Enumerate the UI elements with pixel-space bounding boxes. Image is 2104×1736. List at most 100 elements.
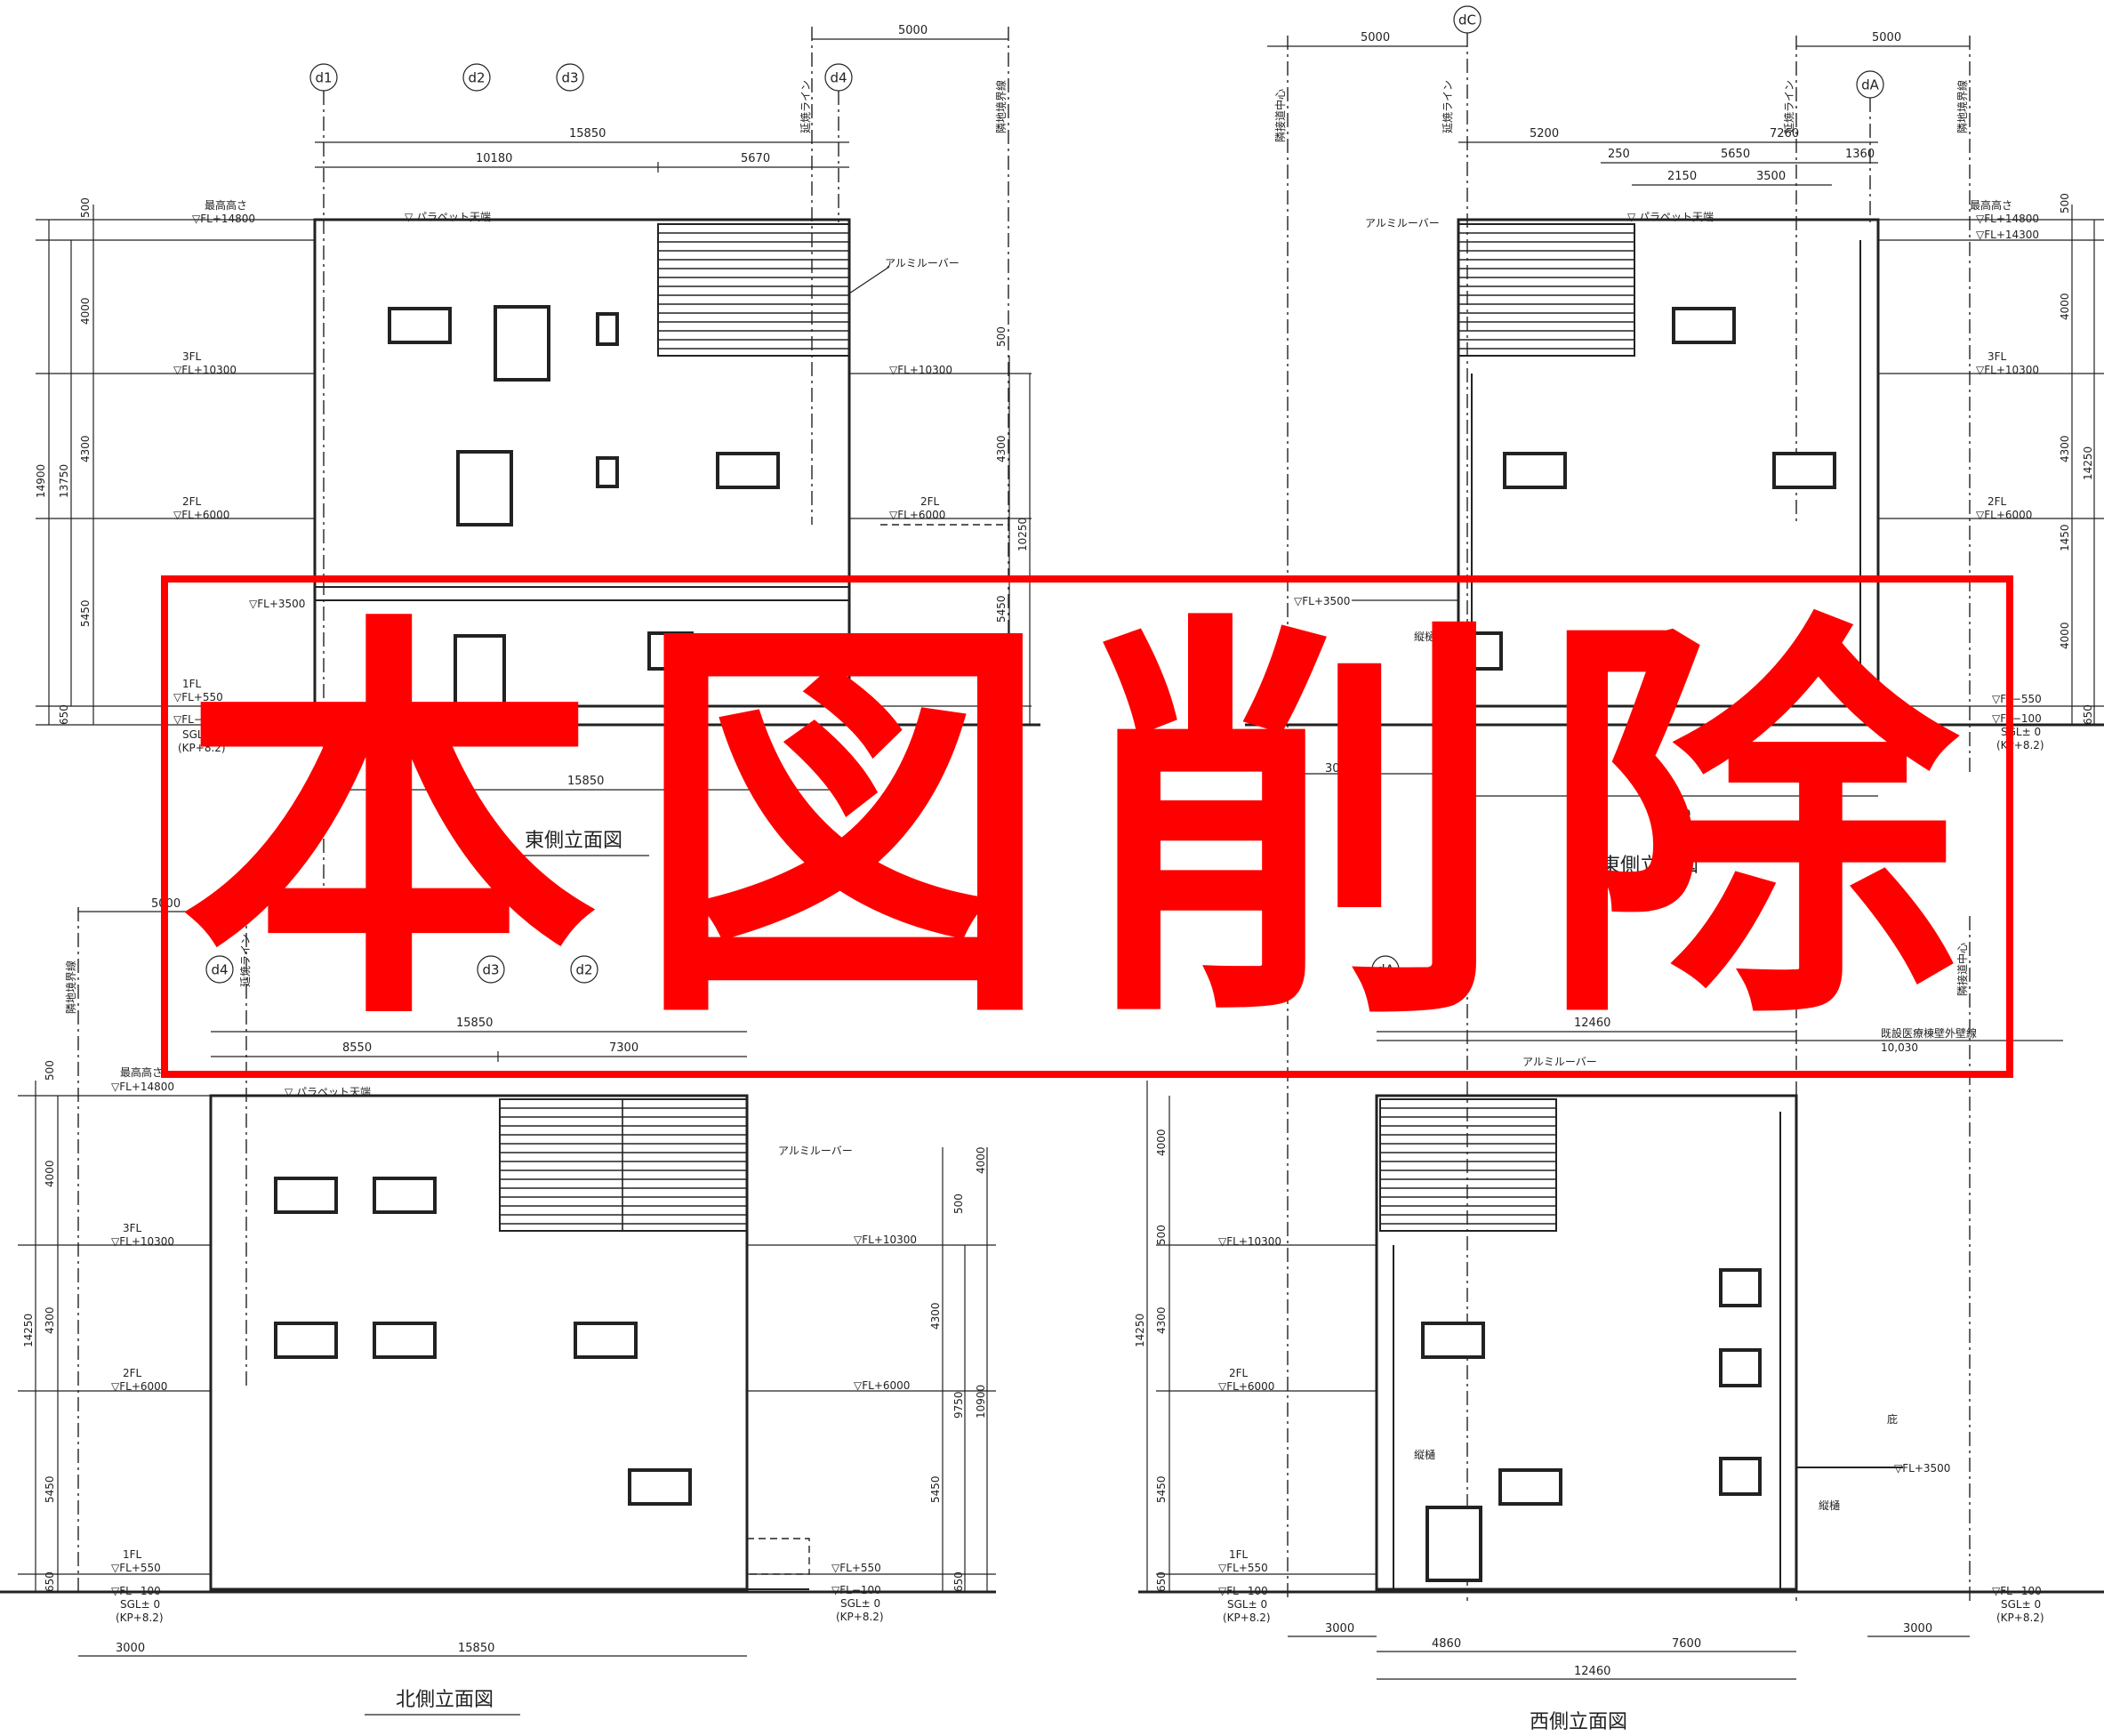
entrance-door — [454, 634, 506, 709]
grid-marker-d3-north: d3 — [477, 955, 505, 984]
svg-text:3FL: 3FL — [123, 1222, 142, 1234]
svg-text:SGL± 0: SGL± 0 — [2001, 1598, 2041, 1611]
svg-text:4300: 4300 — [79, 435, 92, 462]
svg-text:dA: dA — [1861, 77, 1880, 93]
svg-text:10,030: 10,030 — [1881, 1041, 1918, 1054]
svg-text:▽FL+10300: ▽FL+10300 — [173, 364, 237, 376]
svg-text:▽FL+3500: ▽FL+3500 — [1894, 1462, 1950, 1475]
svg-text:650: 650 — [44, 1571, 56, 1592]
window — [1719, 1348, 1762, 1387]
grid-marker-d4-north: d4 — [205, 955, 234, 984]
east-elevation: d1 d2 d3 d4 5000 延焼ライン 隣地境界線 15850 10180… — [35, 24, 1040, 889]
svg-text:SGL± 0: SGL± 0 — [120, 1598, 160, 1611]
svg-text:4000: 4000 — [2059, 622, 2071, 649]
svg-text:(KP+8.2): (KP+8.2) — [1223, 1611, 1271, 1624]
view-title-north: 北側立面図 — [396, 1689, 494, 1711]
svg-text:14250: 14250 — [22, 1314, 35, 1347]
entrance-door — [1425, 1506, 1482, 1582]
svg-text:14900: 14900 — [35, 464, 47, 498]
svg-text:7600: 7600 — [1672, 1637, 1701, 1651]
svg-text:SGL± 0: SGL± 0 — [182, 728, 222, 741]
svg-text:1FL: 1FL — [1229, 1548, 1249, 1561]
svg-text:縦樋: 縦樋 — [1414, 1448, 1435, 1461]
svg-text:4300: 4300 — [1155, 1306, 1168, 1334]
svg-text:▽ パラペット天端: ▽ パラペット天端 — [285, 1086, 371, 1098]
svg-text:15850: 15850 — [456, 1017, 493, 1030]
north-elevation: d4 d3 d2 5000 隣地境界線 延焼ライン 15850 8550 730… — [0, 897, 996, 1716]
svg-text:2FL: 2FL — [182, 495, 202, 508]
svg-text:3000: 3000 — [116, 1642, 145, 1655]
view-title-east-2: 東側立面図 — [1601, 855, 1698, 877]
svg-text:500: 500 — [1155, 1225, 1168, 1245]
window — [388, 307, 452, 344]
svg-text:500: 500 — [995, 326, 1008, 347]
svg-text:d3: d3 — [561, 70, 578, 86]
view-title-west: 西側立面図 — [1530, 1711, 1627, 1733]
window — [1421, 1322, 1485, 1359]
svg-text:延焼ライン: 延焼ライン — [1783, 80, 1795, 133]
svg-text:▽FL+6000: ▽FL+6000 — [889, 509, 945, 521]
svg-text:最高高さ: 最高高さ — [1970, 198, 2012, 212]
svg-text:4300: 4300 — [2059, 435, 2071, 462]
svg-text:アルミルーバー: アルミルーバー — [778, 1145, 853, 1157]
window — [373, 1322, 437, 1359]
svg-text:14250: 14250 — [2082, 446, 2094, 480]
svg-text:(KP+8.2): (KP+8.2) — [1996, 1611, 2044, 1624]
svg-text:500: 500 — [2059, 193, 2071, 213]
svg-text:650: 650 — [995, 704, 1008, 725]
svg-text:3FL: 3FL — [1988, 350, 2007, 363]
svg-text:2FL: 2FL — [1988, 495, 2007, 508]
svg-text:d4: d4 — [211, 962, 228, 978]
svg-text:▽FL+550: ▽FL+550 — [1218, 1562, 1268, 1574]
svg-text:dC: dC — [1458, 12, 1476, 28]
svg-text:2FL: 2FL — [123, 1367, 142, 1379]
svg-text:5450: 5450 — [44, 1475, 56, 1503]
svg-text:▽FL+550: ▽FL+550 — [173, 691, 223, 703]
svg-text:SGL± 0: SGL± 0 — [840, 1597, 880, 1610]
svg-text:5650: 5650 — [1721, 148, 1750, 161]
svg-text:▽FL+6000: ▽FL+6000 — [173, 509, 229, 521]
svg-text:1FL: 1FL — [123, 1548, 142, 1561]
svg-text:延焼ライン: 延焼ライン — [1441, 80, 1454, 133]
svg-text:4000: 4000 — [1155, 1129, 1168, 1156]
svg-text:▽ パラペット天端: ▽ パラペット天端 — [405, 211, 491, 223]
dim-overall: 15850 — [569, 127, 606, 141]
window — [596, 312, 619, 346]
svg-text:d1: d1 — [315, 70, 332, 86]
svg-text:13750: 13750 — [58, 464, 70, 498]
double-door — [456, 450, 513, 526]
grid-marker-d2: d2 — [462, 63, 491, 92]
svg-text:縦樋: 縦樋 — [1801, 630, 1822, 643]
dim-offset: 5000 — [898, 24, 928, 37]
svg-text:12460: 12460 — [1654, 808, 1690, 822]
window — [1672, 307, 1736, 344]
grid-marker-dC: dC — [1453, 5, 1482, 623]
svg-text:隣接道中心: 隣接道中心 — [1273, 89, 1287, 142]
svg-text:3000: 3000 — [1325, 762, 1354, 776]
window — [274, 1177, 338, 1214]
svg-text:▽FL+3500: ▽FL+3500 — [1294, 595, 1350, 607]
deletion-stamp-text: 本図削除 — [180, 583, 1995, 1070]
svg-text:15850: 15850 — [567, 775, 604, 788]
double-door — [494, 305, 550, 382]
svg-text:縦樋: 縦樋 — [1819, 1499, 1840, 1512]
svg-text:250: 250 — [1608, 148, 1630, 161]
svg-text:▽FL+550: ▽FL+550 — [831, 1562, 881, 1574]
svg-text:1FL: 1FL — [182, 678, 202, 690]
svg-text:2FL: 2FL — [920, 495, 940, 508]
window — [1498, 1468, 1562, 1506]
svg-text:2FL: 2FL — [1229, 1367, 1249, 1379]
svg-text:9750: 9750 — [952, 1391, 965, 1419]
window — [1503, 452, 1567, 489]
aluminum-louver — [657, 223, 850, 357]
svg-text:▽FL+6000: ▽FL+6000 — [1218, 1380, 1274, 1393]
svg-text:▽ パラペット天端: ▽ パラペット天端 — [1627, 211, 1714, 223]
aluminum-louver — [499, 1098, 748, 1232]
svg-text:500: 500 — [952, 1194, 965, 1214]
west-elevation: dA 12460 既設医療棟壁外壁線 10,030 隣接道中心 アルミルーバー — [1134, 916, 2104, 1733]
svg-text:5450: 5450 — [995, 595, 1008, 623]
svg-text:既設医療棟壁外壁線: 既設医療棟壁外壁線 — [1881, 1026, 1977, 1040]
svg-text:▽FL+3500: ▽FL+3500 — [249, 598, 305, 610]
window — [274, 1322, 338, 1359]
window — [716, 452, 780, 489]
